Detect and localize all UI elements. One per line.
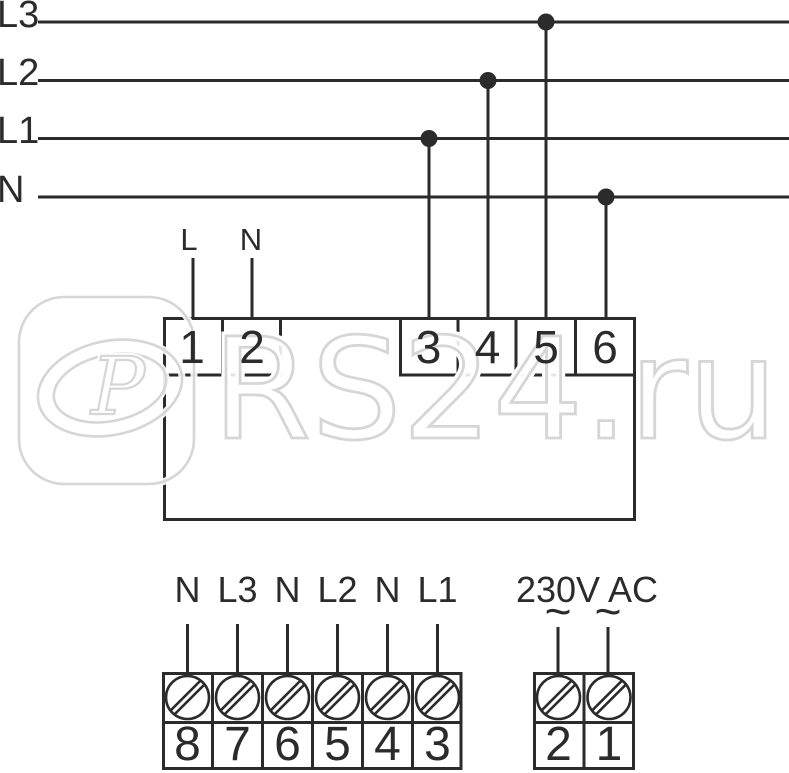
watermark-text: RS24.ru [212,309,778,472]
junction-dot-n [597,188,615,206]
watermark-logo-letter: P [89,340,146,433]
junction-dot-l2 [479,72,497,89]
junction-dot-l1 [420,130,438,147]
watermark-text-halo: RS24.ru [212,309,778,472]
watermark-logo-letter-halo: P [89,340,146,433]
terminal-cell-2 [221,317,282,377]
terminal-cell-6 [574,317,636,377]
junction-dot-l3 [537,13,555,31]
